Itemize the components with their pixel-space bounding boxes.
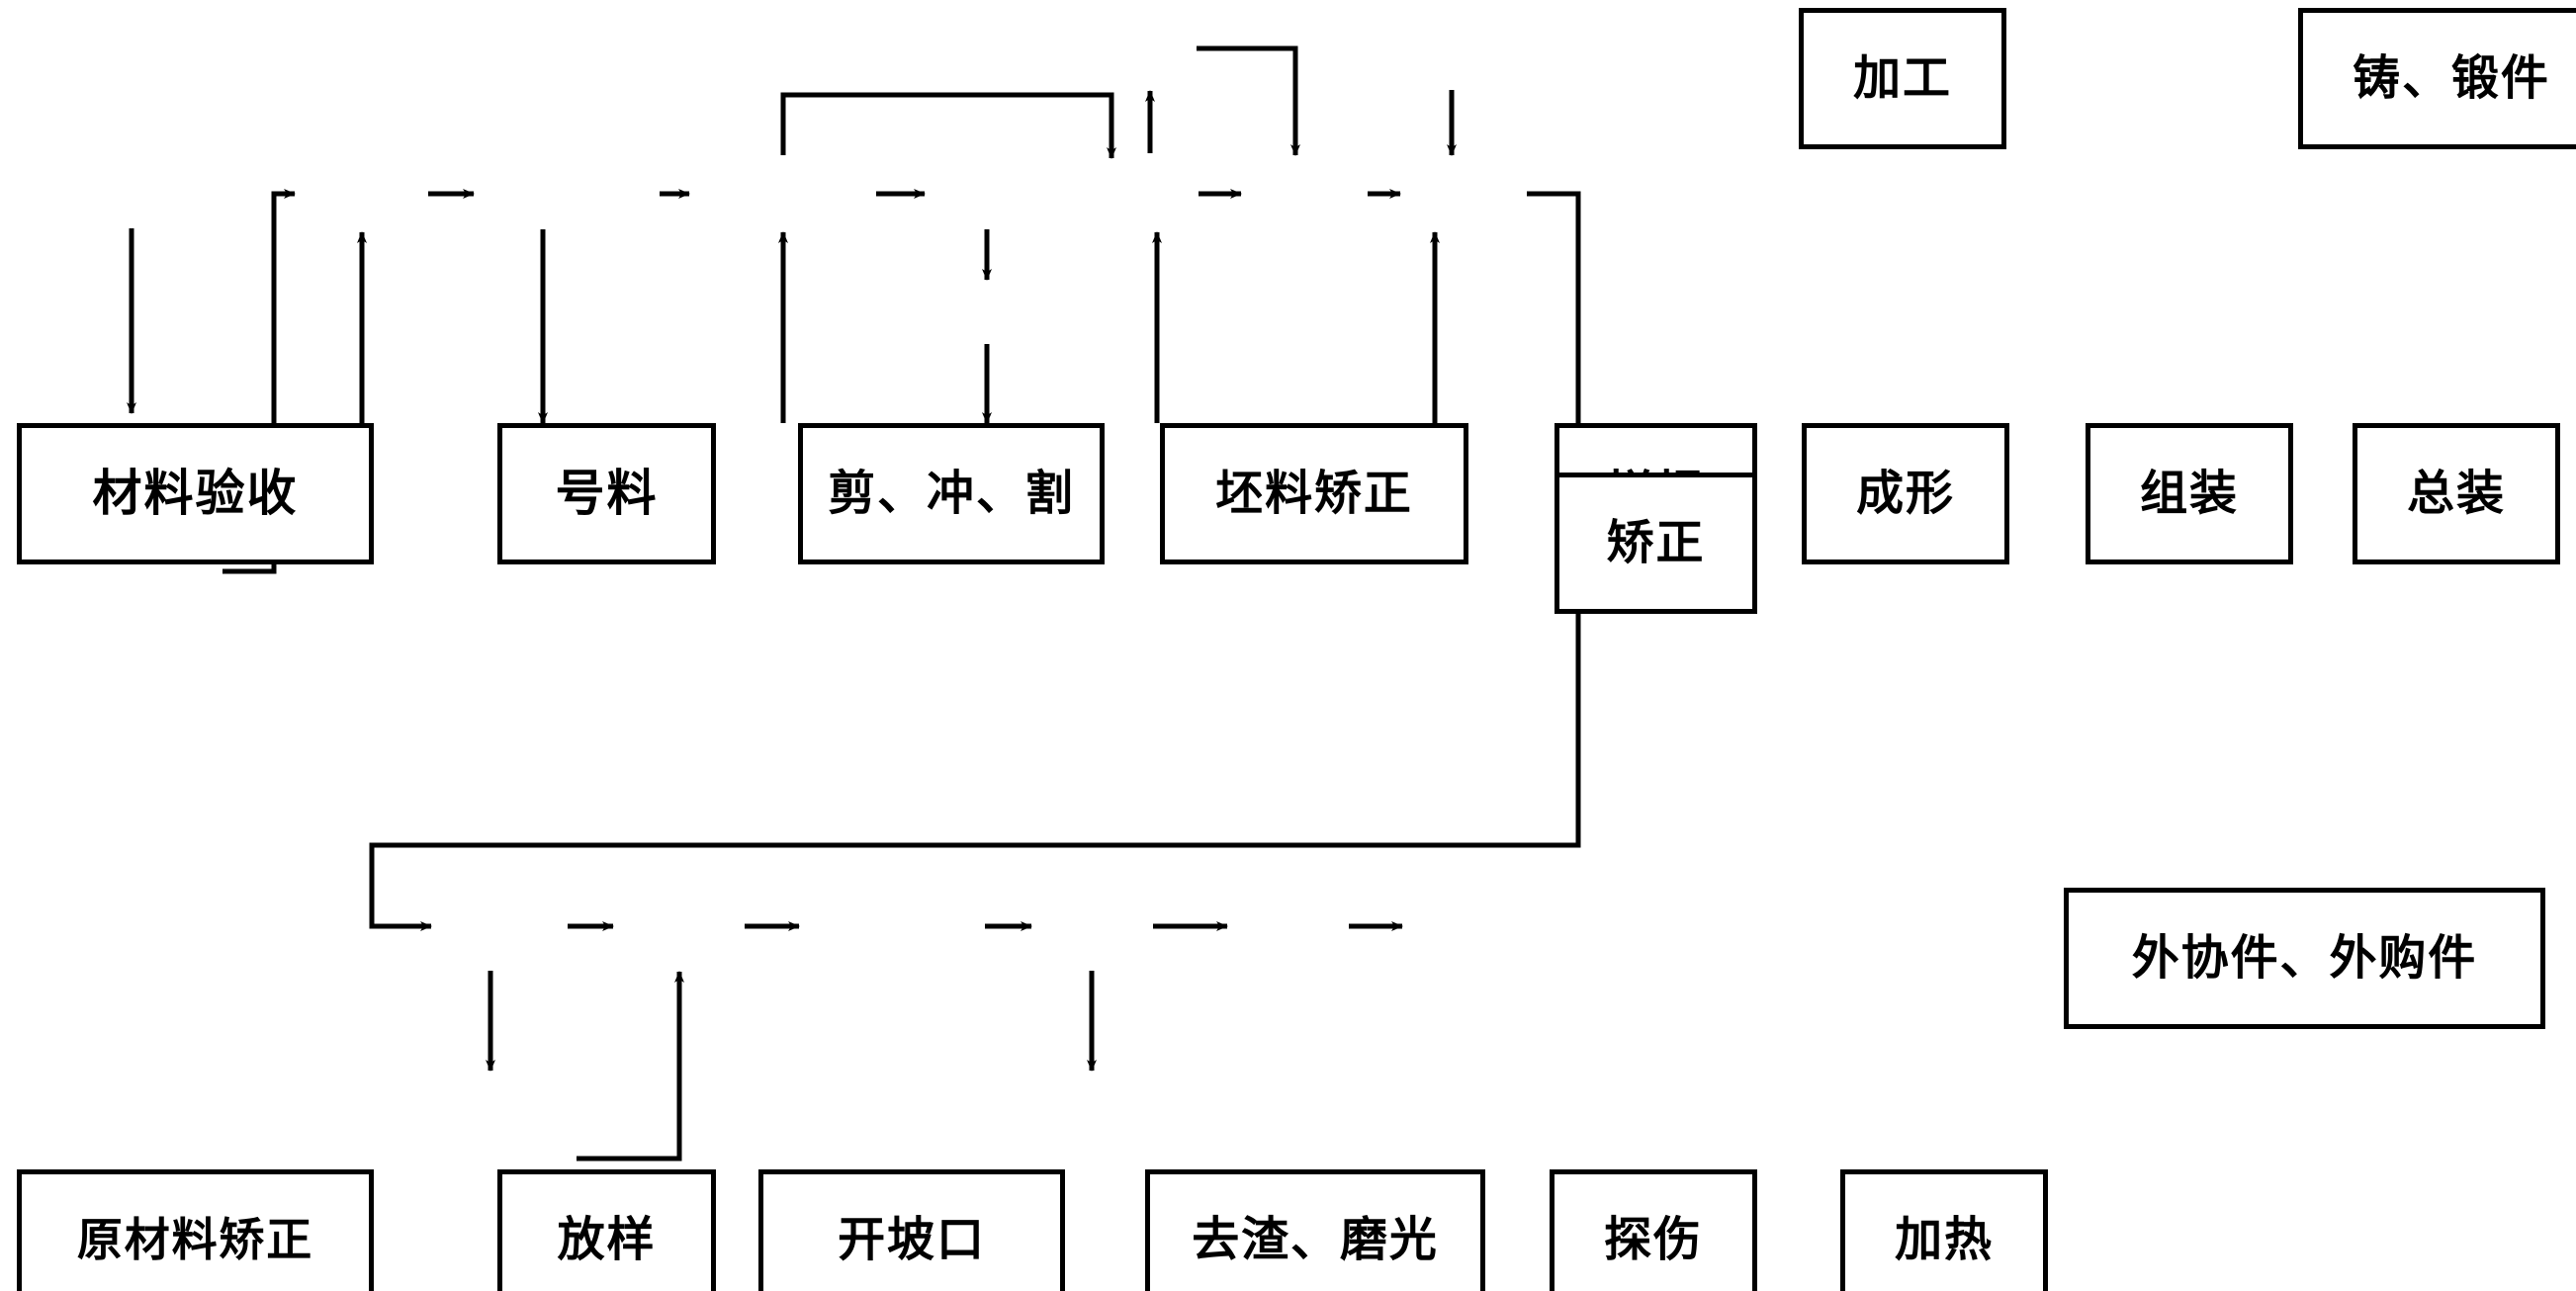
edge-blank-straighten-to-forming [780, 92, 1116, 159]
node-label: 剪、冲、割 [828, 466, 1075, 522]
node-deslag_polish[interactable]: 去渣、磨光 [1145, 1169, 1485, 1291]
node-sub_assembly[interactable]: 组装 [2086, 423, 2293, 564]
node-flaw_detect[interactable]: 探伤 [1550, 1169, 1757, 1291]
node-material_acceptance[interactable]: 材料验收 [17, 423, 374, 564]
node-label: 总装 [2407, 466, 2506, 522]
node-shear_punch_cut[interactable]: 剪、冲、割 [798, 423, 1105, 564]
edge-weld-straighten-to-inspection [577, 971, 684, 1162]
node-label: 探伤 [1604, 1212, 1703, 1268]
node-label: 材料验收 [92, 465, 299, 522]
node-label: 矫正 [1606, 515, 1706, 571]
node-label: 铸、锻件 [2353, 50, 2550, 107]
node-lofting[interactable]: 放样 [497, 1169, 716, 1291]
node-raw_straighten[interactable]: 原材料矫正 [17, 1169, 374, 1291]
node-forming[interactable]: 成形 [1802, 423, 2009, 564]
node-label: 放样 [557, 1212, 657, 1268]
node-cast_forge[interactable]: 铸、锻件 [2298, 8, 2576, 149]
node-label: 组装 [2140, 466, 2239, 522]
node-label: 去渣、磨光 [1192, 1212, 1439, 1268]
node-label: 号料 [555, 465, 659, 522]
node-label: 开坡口 [838, 1212, 986, 1268]
node-outsourced_purchased[interactable]: 外协件、外购件 [2064, 888, 2545, 1029]
node-label: 原材料矫正 [76, 1213, 314, 1267]
node-label: 坯料矫正 [1215, 466, 1413, 522]
node-label: 加工 [1853, 50, 1952, 107]
node-label: 成形 [1856, 466, 1955, 522]
node-final_assembly[interactable]: 总装 [2353, 423, 2560, 564]
edge-machining-top-to-sub-assembly [1197, 45, 1300, 156]
node-machining_top[interactable]: 加工 [1799, 8, 2006, 149]
node-heating[interactable]: 加热 [1840, 1169, 2048, 1291]
node-straighten[interactable]: 矫正 [1554, 473, 1757, 614]
node-label: 外协件、外购件 [2131, 930, 2478, 987]
node-marking[interactable]: 号料 [497, 423, 716, 564]
node-blank_straighten[interactable]: 坯料矫正 [1160, 423, 1468, 564]
node-bevel[interactable]: 开坡口 [758, 1169, 1065, 1291]
node-label: 加热 [1895, 1212, 1994, 1268]
